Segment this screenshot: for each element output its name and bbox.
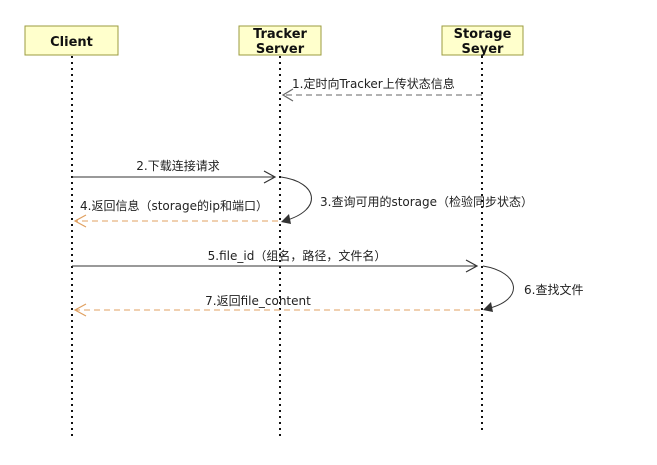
message-2: 2.下载连接请求 (72, 158, 277, 184)
message-1: 1.定时向Tracker上传状态信息 (281, 76, 482, 102)
message-1-label: 1.定时向Tracker上传状态信息 (292, 76, 455, 91)
message-6-label: 6.查找文件 (524, 282, 583, 297)
message-7-label: 7.返回file_content (205, 294, 311, 308)
arrowhead-filled (281, 214, 291, 224)
message-6: 6.查找文件 (482, 265, 583, 312)
message-4-label: 4.返回信息（storage的ip和端口） (80, 198, 268, 213)
arrowhead-open (73, 214, 87, 228)
message-3: 3.查询可用的storage（检验同步状态） (280, 176, 533, 224)
arrowhead-open (263, 170, 277, 184)
actor-storage: Storage Seyer (441, 25, 524, 57)
arrowhead-filled (483, 302, 493, 312)
actor-storage-label-line2: Seyer (462, 42, 504, 57)
message-5-label: 5.file_id（组名，路径，文件名） (208, 248, 387, 263)
actor-storage-label-line1: Storage (454, 27, 512, 42)
message-3-label: 3.查询可用的storage（检验同步状态） (320, 194, 533, 209)
actor-tracker-label-line1: Tracker (253, 27, 307, 42)
message-4: 4.返回信息（storage的ip和端口） (73, 198, 278, 228)
arrowhead-open (73, 303, 87, 317)
message-7: 7.返回file_content (73, 294, 480, 317)
arrowhead-open (281, 88, 294, 102)
actor-client: Client (24, 25, 119, 56)
arrowhead-open (465, 259, 479, 273)
actor-tracker-label-line2: Server (256, 42, 305, 57)
message-2-label: 2.下载连接请求 (136, 158, 219, 173)
message-5: 5.file_id（组名，路径，文件名） (72, 248, 479, 273)
actor-client-label: Client (50, 35, 93, 50)
actor-tracker: Tracker Server (238, 25, 322, 57)
